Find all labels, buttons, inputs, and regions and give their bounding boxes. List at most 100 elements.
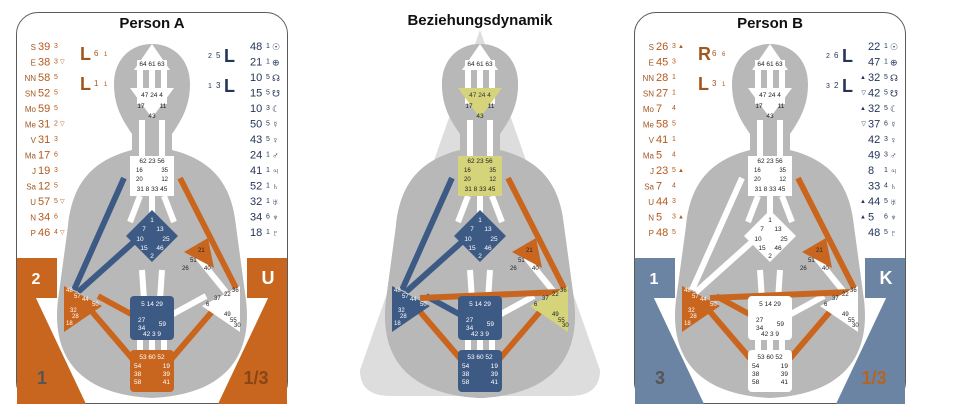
throat-center xyxy=(748,156,792,196)
gate-label: 37 xyxy=(542,296,549,302)
gate-label: 51 xyxy=(518,258,525,264)
fixing-mark: ▽ xyxy=(60,230,65,236)
personality-line: 1 xyxy=(266,229,270,236)
gate-label: 18 xyxy=(684,321,691,327)
corner-bl-label: 1 xyxy=(37,368,47,388)
variable-arrow: L xyxy=(698,74,709,94)
gate-label: 62 23 56 xyxy=(757,158,783,165)
head-center xyxy=(134,44,170,70)
gate-label: 55 xyxy=(558,318,565,324)
design-line: 2 xyxy=(54,121,58,128)
solar-plexus-center xyxy=(202,286,240,332)
design-line: 1 xyxy=(672,74,676,81)
personality-line: 1 xyxy=(266,167,270,174)
corner-tr-block xyxy=(247,258,287,298)
gate-label: 38 xyxy=(752,371,760,378)
design-line: 5 xyxy=(54,198,58,205)
corner-br-label: 1/3 xyxy=(243,368,268,388)
gate-label: 6 xyxy=(824,302,828,308)
corner-tr-block xyxy=(865,258,905,298)
planet-symbol: ☊ xyxy=(890,73,898,83)
gate-label: 31 8 33 45 xyxy=(137,186,168,193)
fixing-mark: ▽ xyxy=(861,91,866,97)
gate-label: 2 xyxy=(150,253,154,260)
gate-label: 22 xyxy=(552,292,559,298)
gate-label: 28 xyxy=(690,314,697,320)
gate-label: 57 xyxy=(692,294,699,300)
heart-center xyxy=(184,238,214,268)
design-line: 3 xyxy=(54,59,58,66)
gate-label: 31 8 33 45 xyxy=(755,186,786,193)
personality-gate: 43 xyxy=(250,134,262,146)
design-gate: 26 xyxy=(656,41,668,53)
personality-gate: 33 xyxy=(868,181,880,193)
gate-label: 20 xyxy=(754,177,761,183)
gate-label: 58 xyxy=(462,379,470,386)
fixing-mark: ▲ xyxy=(860,75,866,81)
gate-label: 62 23 56 xyxy=(467,158,493,165)
design-gate: 58 xyxy=(656,119,668,131)
design-line: 5 xyxy=(54,183,58,190)
fixing-mark: ▲ xyxy=(678,215,684,221)
gate-label: 38 xyxy=(462,371,470,378)
gate-label: 48 xyxy=(684,288,691,294)
variable-arrow: L xyxy=(224,46,235,66)
variable-arrow: L xyxy=(80,74,91,94)
personality-gate: 52 xyxy=(250,181,262,193)
spleen-center xyxy=(682,286,720,332)
personality-gate: 18 xyxy=(250,227,262,239)
gate-label: 50 xyxy=(710,302,717,308)
planet-label: NN xyxy=(642,74,654,83)
gate-label: 2 xyxy=(768,253,772,260)
planet-symbol: ♂ xyxy=(272,151,279,161)
channel xyxy=(399,176,455,292)
personality-gate: 10 xyxy=(250,72,262,84)
design-gate: 5 xyxy=(656,150,662,162)
ajna-center xyxy=(458,88,502,118)
design-gate: 28 xyxy=(656,72,668,84)
gate-label: 1 xyxy=(150,217,154,224)
gate-label: 30 xyxy=(234,323,241,329)
planet-label: E xyxy=(31,59,36,68)
planet-symbol: ♆ xyxy=(890,213,897,223)
head-center xyxy=(752,44,788,70)
variable-num: 5 xyxy=(216,51,221,60)
gate-label: 7 xyxy=(142,226,146,233)
gate-label: 19 xyxy=(491,363,499,370)
planet-symbol: ☊ xyxy=(272,73,280,83)
planet-label: S xyxy=(649,43,654,52)
gate-label: 36 xyxy=(232,288,239,294)
variable-sup: 2 xyxy=(826,53,830,60)
personality-line: 3 xyxy=(266,105,270,112)
personality-line: 6 xyxy=(884,121,888,128)
gate-label: 59 xyxy=(159,321,167,328)
gate-label: 10 xyxy=(754,236,762,243)
gate-label: 54 xyxy=(462,363,470,370)
gate-label: 25 xyxy=(162,236,170,243)
gate-label: 38 xyxy=(134,371,142,378)
planet-label: P xyxy=(649,229,654,238)
design-gate: 23 xyxy=(656,165,668,177)
gate-label: 54 xyxy=(752,363,760,370)
gate-label: 28 xyxy=(72,314,79,320)
person-a-title: Person A xyxy=(119,15,185,32)
design-gate: 27 xyxy=(656,88,668,100)
design-line: 3 xyxy=(672,43,676,50)
variable-arrow: L xyxy=(80,44,91,64)
gate-label: 50 xyxy=(92,302,99,308)
gate-label: 30 xyxy=(562,323,569,329)
gate-label: 39 xyxy=(491,371,499,378)
channel xyxy=(745,194,761,224)
channel xyxy=(403,237,467,295)
gate-label: 40 xyxy=(822,266,829,272)
gate-label: 57 xyxy=(402,294,409,300)
solar-plexus-center xyxy=(530,286,568,332)
gate-label: 41 xyxy=(163,379,171,386)
planet-label: Mo xyxy=(25,105,37,114)
gate-label: 11 xyxy=(488,103,495,110)
design-line: 3 xyxy=(672,214,676,221)
gate-label: 10 xyxy=(136,236,144,243)
planet-symbol: ♀ xyxy=(272,135,279,145)
